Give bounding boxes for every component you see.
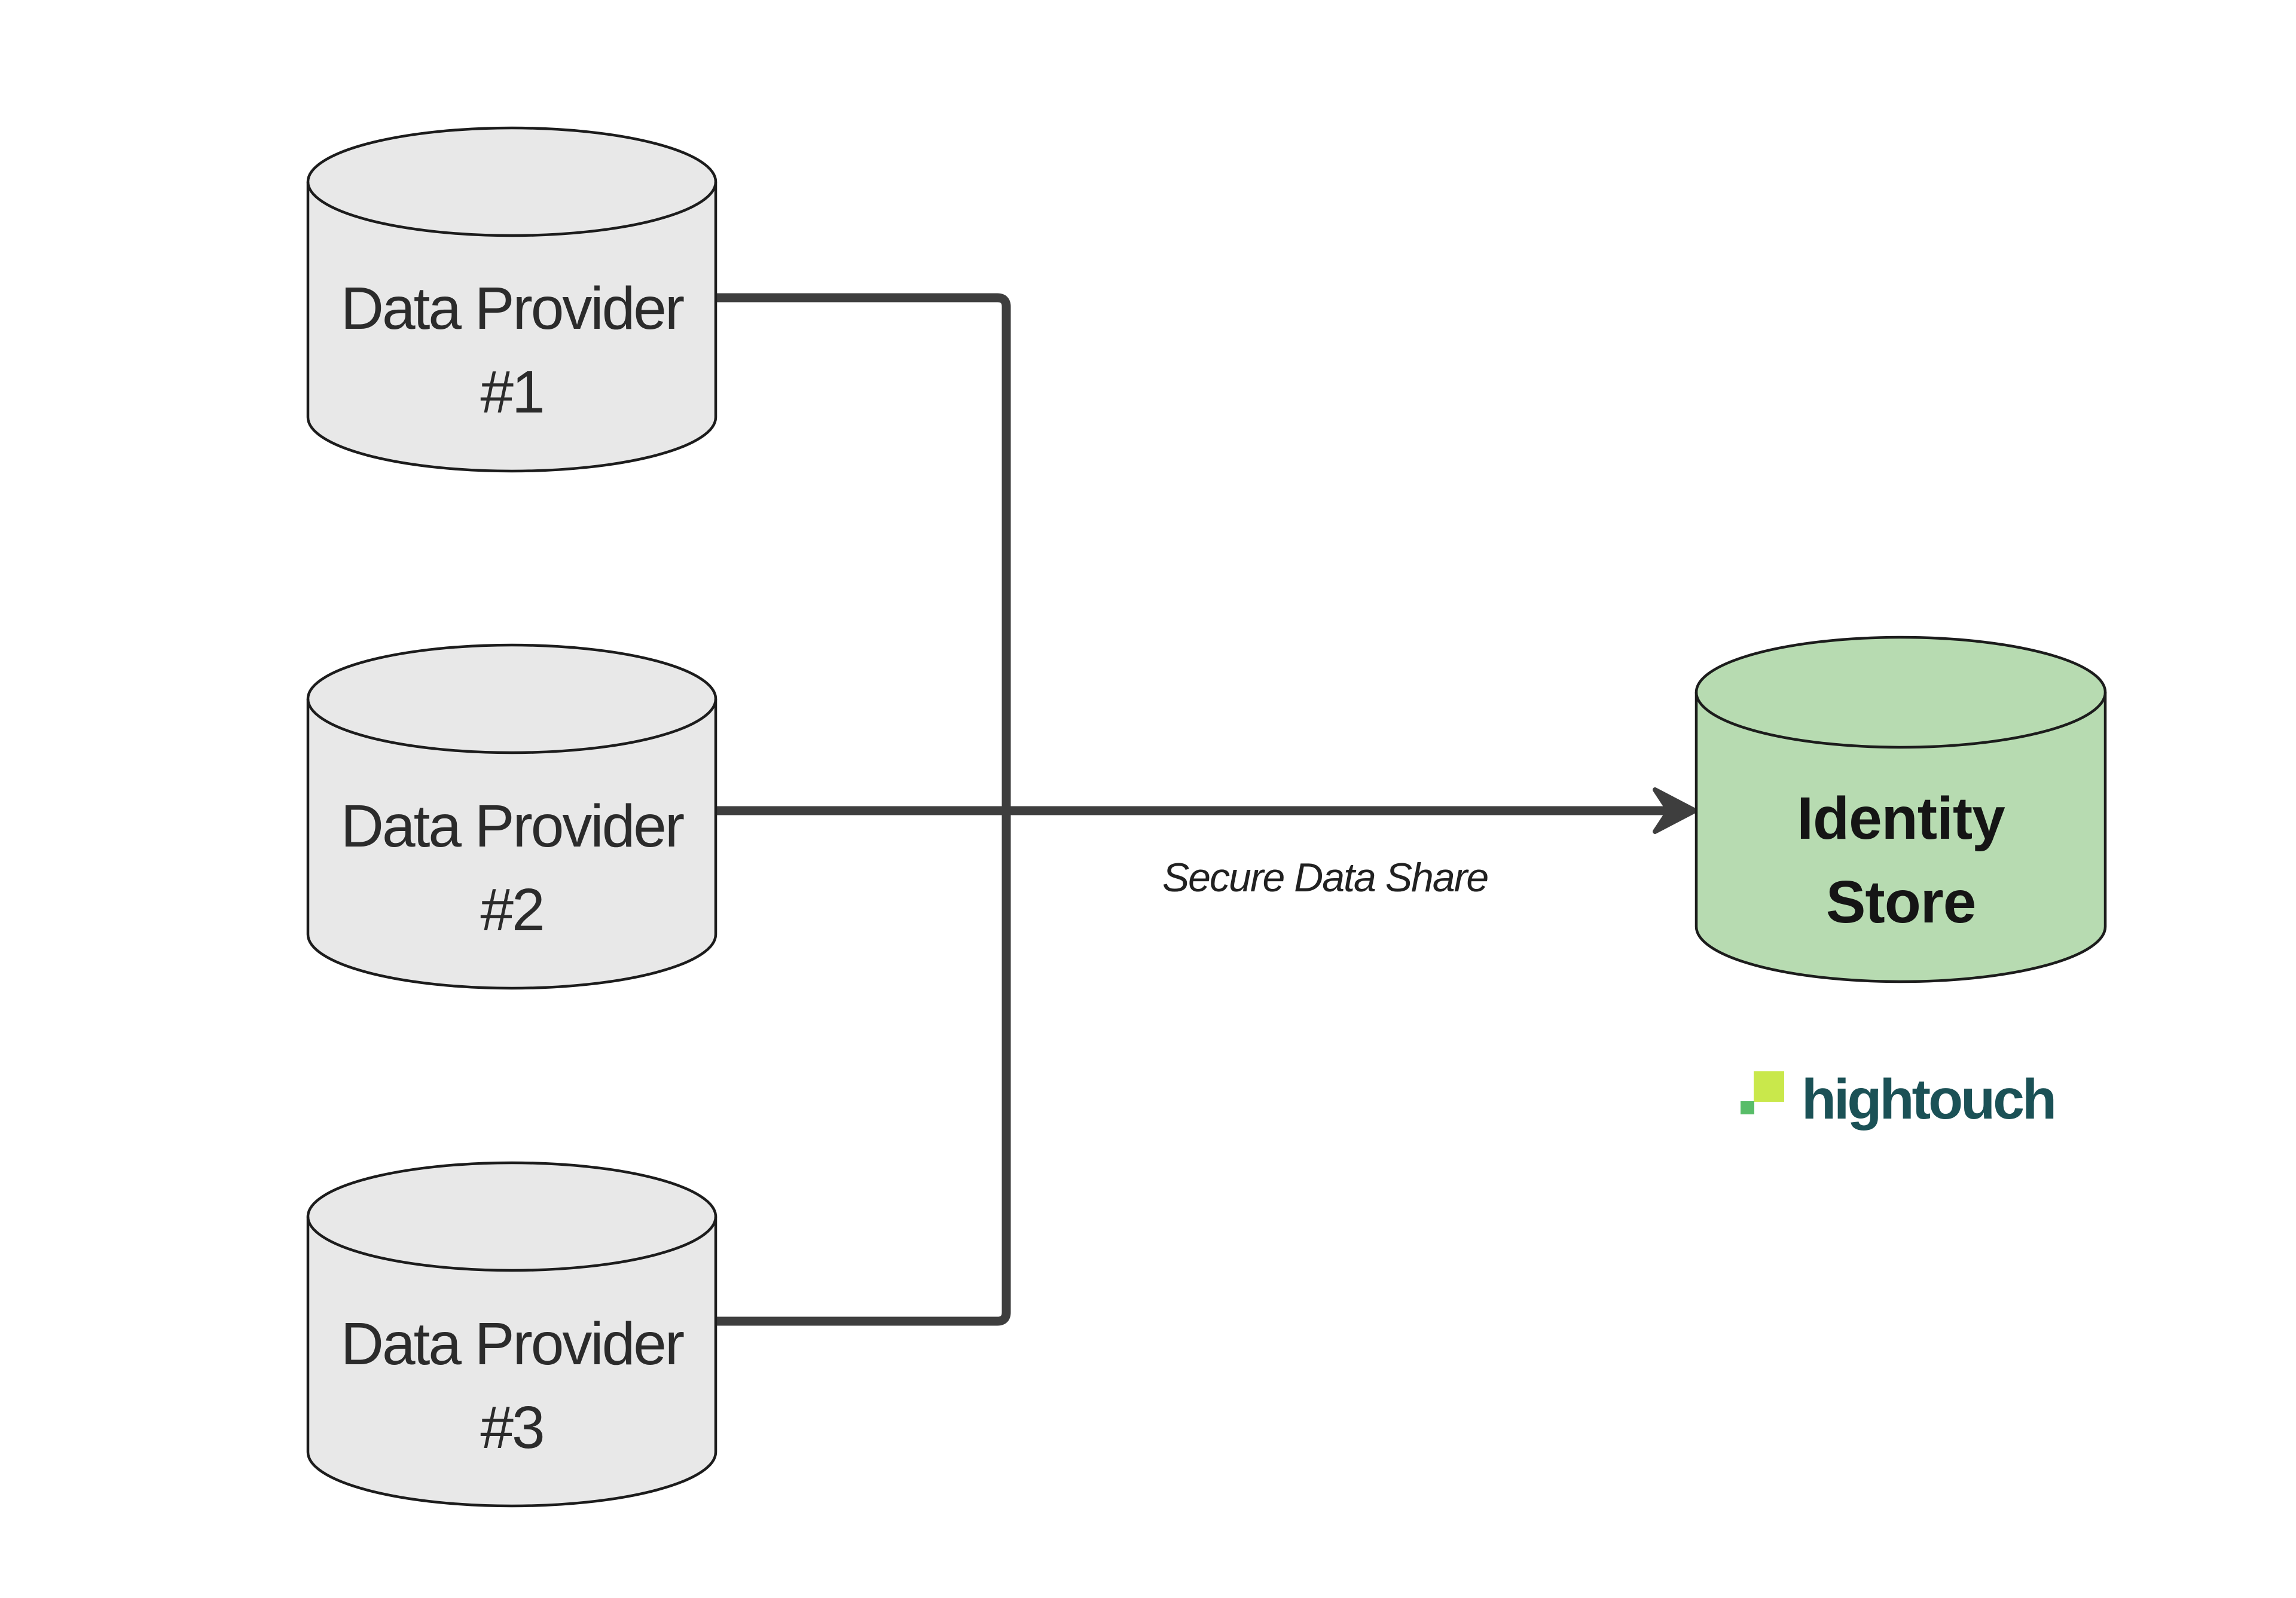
edge-label-secure-data-share: Secure Data Share (1162, 855, 1489, 900)
cylinder-top-arc (1694, 692, 2107, 749)
node-label-provider-1: Data Provider #1 (308, 267, 716, 434)
cylinder-top-arc (306, 181, 718, 237)
hightouch-wordmark: hightouch (1802, 1068, 2057, 1131)
database-cylinder-provider-2 (306, 643, 718, 990)
cylinder-body (1694, 635, 2107, 983)
cylinder-body (306, 643, 718, 990)
node-label-line2: #1 (480, 359, 545, 426)
hightouch-logo-lime-square-icon (1754, 1071, 1784, 1102)
database-cylinder-provider-1 (306, 126, 718, 473)
node-label-line1: Data Provider (340, 275, 685, 342)
arrowhead-icon (1653, 787, 1697, 834)
node-label-provider-3: Data Provider #3 (308, 1302, 716, 1469)
node-label-line1: Data Provider (340, 793, 685, 860)
node-label-identity-store: Identity Store (1696, 777, 2105, 944)
hightouch-logo-green-square-icon (1741, 1101, 1754, 1114)
cylinder-top-arc (306, 1216, 718, 1272)
hightouch-logo: hightouch (1737, 1052, 2155, 1142)
database-cylinder-provider-3 (306, 1161, 718, 1508)
database-cylinder-identity-store (1694, 635, 2107, 983)
node-label-line1: Identity (1797, 785, 2005, 852)
cylinder-body (306, 1161, 718, 1508)
node-label-provider-2: Data Provider #2 (308, 784, 716, 952)
node-label-line2: #3 (480, 1394, 545, 1461)
node-label-line2: Store (1825, 869, 1977, 936)
cylinder-top-arc (306, 698, 718, 754)
cylinder-body (306, 126, 718, 473)
node-label-line1: Data Provider (340, 1310, 685, 1377)
node-label-line2: #2 (480, 876, 545, 943)
